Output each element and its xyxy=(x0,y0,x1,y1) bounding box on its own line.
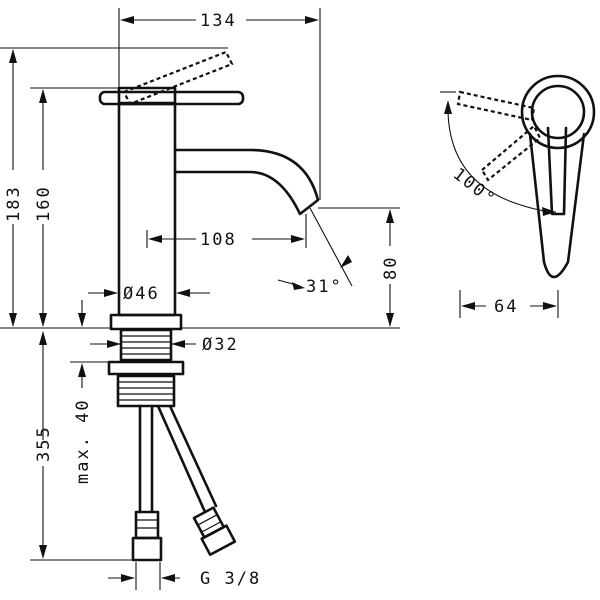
label-spout-reach: 108 xyxy=(200,230,237,250)
spout xyxy=(173,148,320,216)
rotation-arc xyxy=(447,107,513,203)
lower-shank xyxy=(116,374,176,408)
hose-right xyxy=(156,404,218,514)
lower-thread-lines xyxy=(118,381,174,401)
hose-fitting-left xyxy=(131,510,163,562)
label-overall-width: 134 xyxy=(200,11,237,31)
label-total-height: 183 xyxy=(4,185,24,222)
base-ring xyxy=(109,313,183,331)
dimension-labels: 134 108 Ø46 Ø32 31° G 3/8 64 183 160 80 … xyxy=(4,11,518,589)
hose-fitting-right xyxy=(192,506,237,557)
label-thread-diameter: Ø32 xyxy=(202,335,239,355)
label-spout-height: 80 xyxy=(381,256,401,280)
label-connection: G 3/8 xyxy=(200,569,261,589)
hose-left xyxy=(138,404,154,514)
side-lever-dashed-2 xyxy=(480,124,542,182)
side-lever-dashed-1 xyxy=(456,90,536,122)
label-max-thickness: max. 40 xyxy=(73,398,93,484)
side-body xyxy=(528,132,586,279)
side-lever xyxy=(546,126,568,216)
label-mounting-length: 355 xyxy=(34,425,54,462)
faucet-front-view xyxy=(98,50,320,562)
thread-lines xyxy=(121,335,171,355)
thread-shank xyxy=(119,328,173,362)
label-spout-angle: 31° xyxy=(306,277,343,297)
label-lever-rotation: 100° xyxy=(449,164,500,210)
mounting-nut xyxy=(107,360,185,376)
label-lever-height: 160 xyxy=(34,185,54,222)
side-cap-outer xyxy=(520,74,596,150)
lever-raised-dashed xyxy=(122,50,234,106)
label-body-diameter: Ø46 xyxy=(123,284,160,304)
label-side-depth: 64 xyxy=(494,297,518,317)
side-view xyxy=(440,74,596,318)
dimension-lines xyxy=(0,8,400,590)
side-cap-inner xyxy=(530,84,586,140)
